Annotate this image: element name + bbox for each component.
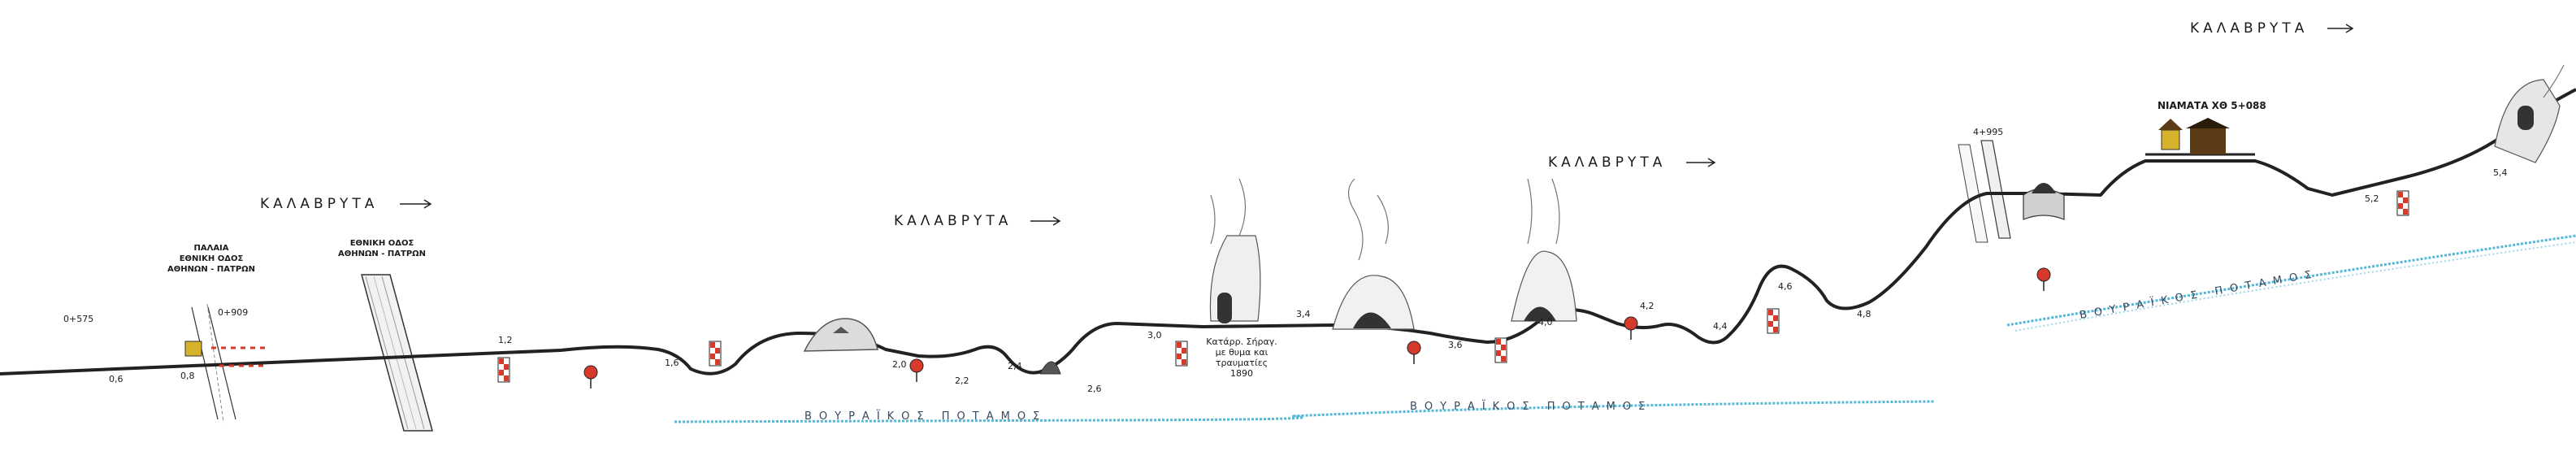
svg-text:1890: 1890 [1230, 368, 1253, 379]
river-band-1 [674, 400, 1935, 423]
km-marker: 4,2 [1640, 301, 1654, 311]
direction-text: ΚΑΛΑΒΡΥΤΑ [2190, 20, 2308, 37]
arrow-right-icon [1030, 216, 1061, 226]
arrow-right-icon [400, 199, 432, 209]
tunnel-3 [1332, 178, 1415, 330]
direction-text: ΚΑΛΑΒΡΥΤΑ [260, 196, 378, 212]
km-marker: 2,2 [955, 375, 969, 386]
km-marker: 1,6 [665, 358, 679, 368]
direction-label-2: ΚΑΛΑΒΡΥΤΑ [894, 213, 1061, 229]
tunnel-collapsed [1209, 178, 1261, 323]
km-marker: 2,4 [1008, 361, 1022, 371]
direction-label-1: ΚΑΛΑΒΡΥΤΑ [260, 196, 432, 212]
round-signal-3 [1407, 341, 1421, 364]
svg-text:τραυματίες: τραυματίες [1216, 358, 1268, 368]
arrow-right-icon [2327, 24, 2354, 33]
board-signal-3 [1175, 341, 1188, 367]
tunnel-6 [2494, 64, 2565, 163]
km-marker: 4,4 [1713, 321, 1728, 332]
round-signal-4 [1624, 316, 1638, 340]
board-signal-1 [497, 357, 510, 383]
niamata-station [2158, 118, 2230, 154]
km-marker: 2,0 [892, 359, 907, 370]
chainage-label: 0+909 [218, 307, 248, 318]
chainage-crossing-4995 [1958, 140, 2011, 243]
national-road-label: ΕΘΝΙΚΗ ΟΔΟΣ ΑΘΗΝΩΝ - ΠΑΤΡΩΝ [338, 239, 426, 258]
board-signal-4 [1494, 337, 1507, 363]
km-marker: 0,8 [180, 371, 195, 381]
round-signal-5 [2036, 267, 2051, 291]
km-marker: 0,6 [109, 374, 124, 384]
svg-text:ΕΘΝΙΚΗ ΟΔΟΣ: ΕΘΝΙΚΗ ΟΔΟΣ [350, 239, 414, 248]
km-marker: 4,6 [1778, 281, 1793, 292]
chainage-label: 0+575 [63, 314, 93, 324]
river-label: ΒΟΥΡΑΪΚΟΣ ΠΟΤΑΜΟΣ [804, 410, 1047, 423]
river [674, 234, 2576, 423]
svg-text:με θυμα και: με θυμα και [1216, 347, 1268, 358]
km-marker: 4,8 [1857, 309, 1871, 319]
direction-label-4: ΚΑΛΑΒΡΥΤΑ [2190, 20, 2354, 37]
svg-text:ΠΑΛΑΙΑ: ΠΑΛΑΙΑ [193, 244, 228, 253]
km-marker: 4,0 [1538, 317, 1553, 328]
svg-text:ΑΘΗΝΩΝ - ΠΑΤΡΩΝ: ΑΘΗΝΩΝ - ΠΑΤΡΩΝ [338, 250, 426, 258]
km-marker: 3,4 [1296, 309, 1311, 319]
km-marker: 3,6 [1448, 340, 1463, 350]
tunnel-2 [1039, 361, 1061, 375]
tunnel-1 [803, 318, 878, 352]
national-road-bridge [361, 274, 433, 432]
chainage-label: 4+995 [1973, 127, 2003, 137]
svg-text:ΕΘΝΙΚΗ ΟΔΟΣ: ΕΘΝΙΚΗ ΟΔΟΣ [180, 254, 244, 263]
round-signal-2 [909, 358, 924, 382]
km-marker: 1,2 [498, 335, 513, 345]
tunnel-collapse-note: Κατάρρ. Σήραγ. με θυμα και τραυματίες 18… [1206, 336, 1277, 379]
board-signal-6 [2396, 190, 2409, 216]
km-marker: 3,0 [1147, 330, 1162, 341]
river-band-2 [2006, 234, 2576, 327]
river-label: ΒΟΥΡΑΪΚΟΣ ΠΟΤΑΜΟΣ [1410, 400, 1652, 413]
board-signal-5 [1767, 308, 1780, 334]
river-label: ΒΟΥΡΑΪΚΟΣ ΠΟΤΑΜΟΣ [2079, 267, 2320, 322]
svg-text:ΑΘΗΝΩΝ - ΠΑΤΡΩΝ: ΑΘΗΝΩΝ - ΠΑΤΡΩΝ [167, 265, 255, 274]
svg-text:Κατάρρ. Σήραγ.: Κατάρρ. Σήραγ. [1206, 336, 1277, 347]
direction-text: ΚΑΛΑΒΡΥΤΑ [1548, 154, 1666, 171]
km-marker: 5,2 [2365, 193, 2379, 204]
tunnel-4 [1511, 178, 1577, 322]
station-label: ΝΙΑΜΑΤΑ ΧΘ 5+088 [2158, 100, 2266, 111]
direction-label-3: ΚΑΛΑΒΡΥΤΑ [1548, 154, 1716, 171]
arrow-right-icon [1686, 158, 1716, 167]
tunnel-5 [2023, 183, 2065, 220]
km-marker: 5,4 [2493, 167, 2508, 178]
round-signal-1 [583, 365, 598, 388]
level-crossing-gate [184, 341, 268, 367]
old-road-label: ΠΑΛΑΙΑ ΕΘΝΙΚΗ ΟΔΟΣ ΑΘΗΝΩΝ - ΠΑΤΡΩΝ [167, 244, 255, 274]
board-signal-2 [709, 341, 722, 367]
direction-text: ΚΑΛΑΒΡΥΤΑ [894, 213, 1012, 229]
km-marker: 2,6 [1087, 384, 1102, 394]
